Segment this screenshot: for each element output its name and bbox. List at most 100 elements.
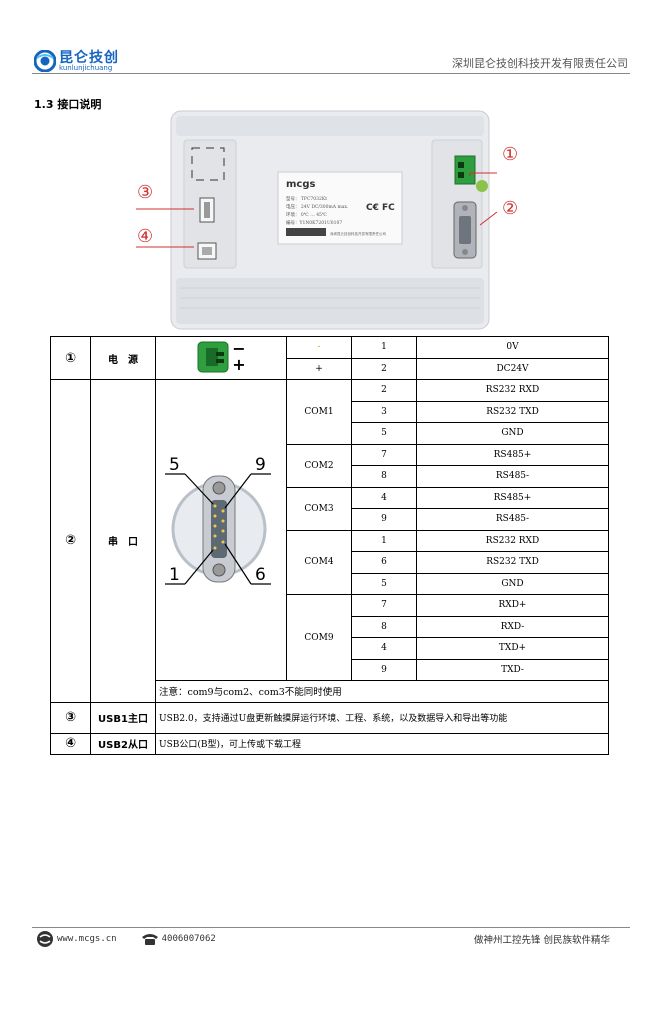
header-divider bbox=[32, 73, 630, 74]
connector-minus-label: − bbox=[232, 338, 246, 358]
label-cert-marks: C€ FC bbox=[366, 203, 395, 213]
callout-lines bbox=[136, 172, 498, 248]
com1-pin-3: 5 bbox=[351, 422, 417, 445]
com9-pin-1: 7 bbox=[351, 594, 417, 617]
logo-chinese-text: 昆仑技创 bbox=[59, 49, 119, 66]
table-row: + 2 DC24V bbox=[51, 357, 609, 380]
device-rear-figure: mcgs 型号： TPC7032Kt 电压： 24V DC/300mA max.… bbox=[170, 110, 490, 330]
com9-func-2: RXD- bbox=[416, 615, 609, 638]
company-name: 深圳昆仑技创科技开发有限责任公司 bbox=[452, 57, 628, 70]
section-title: 1.3 接口说明 bbox=[34, 98, 102, 111]
power-pin-1: 1 bbox=[351, 336, 417, 359]
com9-func-1: RXD+ bbox=[416, 594, 609, 617]
serial-note: 注意：com9与com2、com3不能同时使用 bbox=[155, 680, 609, 703]
usb2-num: ④ bbox=[50, 732, 91, 755]
callout-1: ① bbox=[502, 144, 519, 165]
footer-contact: www.mcgs.cn 4006007062 bbox=[36, 930, 216, 948]
com1-name: COM1 bbox=[286, 379, 352, 445]
power-label: 电 源 bbox=[90, 336, 156, 380]
com9-pin-2: 8 bbox=[351, 615, 417, 638]
callout-4: ④ bbox=[137, 226, 154, 247]
com3-func-2: RS485- bbox=[416, 508, 609, 531]
com2-func-1: RS485+ bbox=[416, 443, 609, 466]
table-row: 8 RS485- bbox=[51, 465, 609, 488]
power-sign-1: - bbox=[286, 336, 352, 359]
company-logo: 昆仑技创 kunlunjichuang bbox=[34, 50, 119, 72]
db9-label-1: 1 bbox=[169, 565, 180, 585]
power-pin-2: 2 bbox=[351, 357, 417, 380]
phone-icon bbox=[141, 934, 158, 945]
table-row: ③ USB1主口 USB2.0，支持通过U盘更新触摸屏运行环境、工程、系统，以及… bbox=[50, 701, 609, 734]
usb1-label: USB1主口 bbox=[90, 701, 156, 734]
db9-label-5: 5 bbox=[169, 455, 180, 475]
footer-slogan: 做神州工控先锋 创民族软件精华 bbox=[473, 935, 610, 946]
com9-func-3: TXD+ bbox=[416, 637, 609, 660]
com1-pin-2: 3 bbox=[351, 400, 417, 423]
com9-pin-3: 4 bbox=[351, 637, 417, 660]
com4-func-3: GND bbox=[416, 572, 609, 595]
com2-pin-1: 7 bbox=[351, 443, 417, 466]
globe-icon bbox=[37, 931, 53, 947]
interface-spec-table: ① 电 源 − + - 1 0V + 2 DC24V ② bbox=[50, 336, 609, 755]
db9-connector-icon: 5 9 1 6 bbox=[165, 455, 271, 585]
label-row-1: 型号： TPC7032Kt bbox=[286, 195, 327, 202]
power-connector-icon bbox=[197, 341, 229, 372]
com9-name: COM9 bbox=[286, 594, 352, 681]
usb2-desc: USB公口(B型)，可上传或下载工程 bbox=[155, 732, 609, 755]
table-row: 4 TXD+ bbox=[51, 637, 609, 660]
com3-pin-1: 4 bbox=[351, 486, 417, 509]
device-brand-text: mcgs bbox=[286, 179, 316, 190]
com1-func-2: RS232 TXD bbox=[416, 400, 609, 423]
label-footer-text: 深圳昆仑技创科技开发有限责任公司 bbox=[330, 231, 386, 236]
table-row: 8 RXD- bbox=[51, 615, 609, 638]
com4-func-1: RS232 RXD bbox=[416, 529, 609, 552]
com2-pin-2: 8 bbox=[351, 465, 417, 488]
com4-name: COM4 bbox=[286, 529, 352, 595]
com9-func-4: TXD- bbox=[416, 658, 609, 681]
table-row: COM3 4 RS485+ bbox=[51, 486, 609, 531]
table-row: 9 RS485- bbox=[51, 508, 609, 531]
table-row: 3 RS232 TXD bbox=[51, 400, 609, 423]
label-row-2: 电压： 24V DC/300mA max. bbox=[286, 203, 349, 210]
table-row: ④ USB2从口 USB公口(B型)，可上传或下载工程 bbox=[50, 732, 609, 755]
com2-name: COM2 bbox=[286, 443, 352, 488]
db9-label-6: 6 bbox=[255, 565, 266, 585]
serial-label: 串 口 bbox=[90, 379, 156, 703]
com4-pin-2: 6 bbox=[351, 551, 417, 574]
footer-website: www.mcgs.cn bbox=[57, 934, 117, 944]
com3-func-1: RS485+ bbox=[416, 486, 609, 509]
serial-num: ② bbox=[50, 379, 91, 703]
footer-phone: 4006007062 bbox=[161, 934, 216, 944]
table-row: COM9 7 RXD+ bbox=[51, 594, 609, 681]
connector-plus-label: + bbox=[232, 354, 246, 374]
power-func-2: DC24V bbox=[416, 357, 609, 380]
com1-pin-1: 2 bbox=[351, 379, 417, 402]
com9-pin-4: 9 bbox=[351, 658, 417, 681]
com4-func-2: RS232 TXD bbox=[416, 551, 609, 574]
logo-english-text: kunlunjichuang bbox=[59, 63, 113, 72]
power-connector-cell: − + bbox=[155, 336, 287, 380]
power-num: ① bbox=[50, 336, 91, 380]
logo-mark-icon bbox=[34, 50, 56, 72]
callout-2: ② bbox=[502, 198, 519, 219]
usb1-num: ③ bbox=[50, 701, 91, 734]
usb1-desc: USB2.0，支持通过U盘更新触摸屏运行环境、工程、系统，以及数据导入和导出等功… bbox=[155, 701, 609, 734]
com1-func-1: RS232 RXD bbox=[416, 379, 609, 402]
com3-name: COM3 bbox=[286, 486, 352, 531]
com4-pin-1: 1 bbox=[351, 529, 417, 552]
com1-func-3: GND bbox=[416, 422, 609, 445]
table-row: COM2 7 RS485+ bbox=[51, 443, 609, 488]
db9-figure-cell: 5 9 1 6 bbox=[155, 379, 287, 681]
callout-3: ③ bbox=[137, 182, 154, 203]
table-row: ① 电 源 − + - 1 0V bbox=[50, 336, 609, 380]
power-sign-2: + bbox=[286, 357, 352, 380]
label-row-4: 编号：Y1N0K7201U0107 bbox=[286, 219, 342, 226]
footer-divider bbox=[32, 927, 630, 928]
table-row: COM4 1 RS232 RXD bbox=[51, 529, 609, 595]
power-func-1: 0V bbox=[416, 336, 609, 359]
db9-label-9: 9 bbox=[255, 455, 266, 475]
table-row: ② 串 口 5 9 1 bbox=[50, 379, 609, 703]
table-row: 5 GND bbox=[51, 572, 609, 595]
label-row-3: 环境： 0℃ … 45℃ bbox=[286, 211, 327, 218]
com3-pin-2: 9 bbox=[351, 508, 417, 531]
